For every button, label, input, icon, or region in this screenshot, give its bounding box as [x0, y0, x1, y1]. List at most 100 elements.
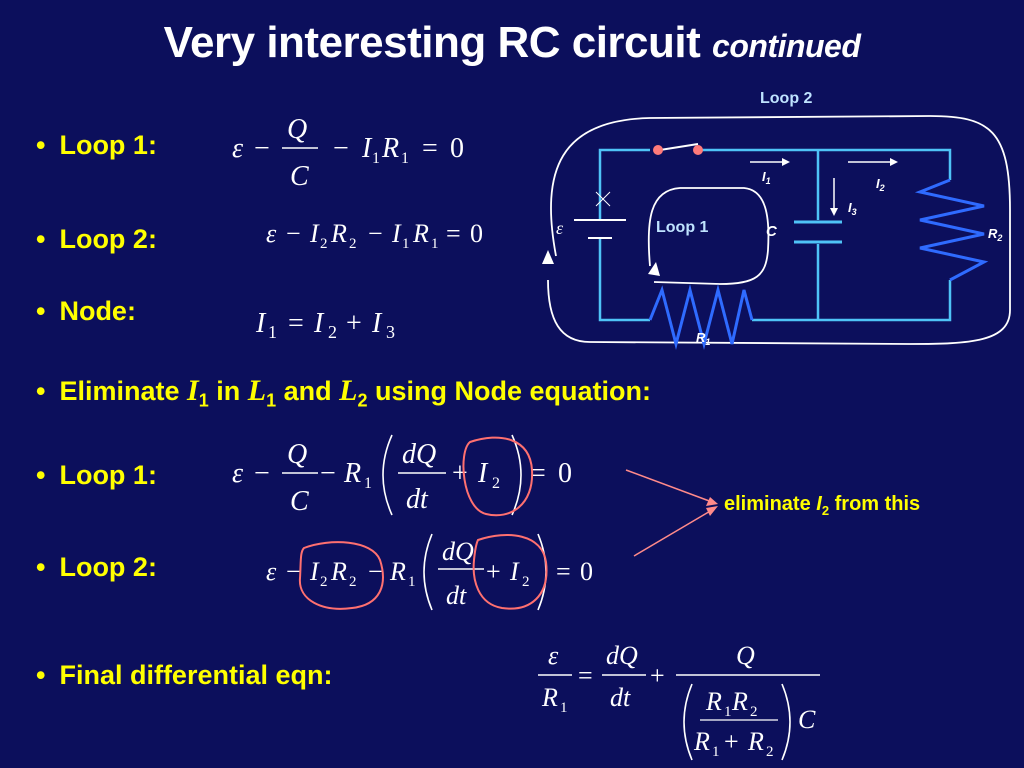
switch	[653, 143, 703, 155]
svg-text:R: R	[389, 557, 406, 586]
bullet-label: Loop 2:	[59, 552, 157, 582]
svg-text:I: I	[371, 308, 383, 339]
note-sub: 2	[821, 503, 830, 518]
bullet-loop1-b: •Loop 1:	[36, 460, 157, 491]
loop1-path	[647, 187, 770, 285]
svg-text:R: R	[330, 219, 347, 248]
bullet-label: Loop 2:	[59, 224, 157, 254]
circuit-wires	[598, 148, 952, 322]
svg-text:=: =	[288, 308, 304, 339]
bullet-text: in	[216, 376, 241, 406]
svg-text:I: I	[477, 458, 489, 489]
var-sub: 1	[198, 390, 209, 411]
bullet-label: Node:	[59, 296, 136, 326]
loop2-arrowhead	[542, 250, 554, 264]
bullet-loop2-b: •Loop 2:	[36, 552, 157, 583]
svg-text:2: 2	[349, 236, 357, 252]
svg-text:I: I	[361, 133, 373, 164]
bullet-text: using Node equation:	[375, 376, 651, 406]
bullet-dot: •	[36, 224, 46, 254]
svg-text:+: +	[486, 557, 501, 586]
annotation-arrows	[625, 469, 718, 557]
svg-text:dQ: dQ	[606, 641, 638, 670]
svg-text:2: 2	[328, 322, 337, 342]
svg-text:R: R	[693, 727, 710, 756]
svg-text:1: 1	[560, 700, 568, 716]
bullet-label: Loop 1:	[59, 460, 157, 490]
loop2-path	[547, 115, 1011, 345]
svg-text:2: 2	[522, 574, 530, 590]
svg-text:−: −	[254, 458, 270, 489]
current-i2: I2	[848, 158, 898, 193]
svg-text:I: I	[309, 557, 320, 586]
svg-text:I2: I2	[876, 176, 885, 193]
svg-text:R: R	[731, 687, 748, 716]
bullet-loop1-a: •Loop 1:	[36, 130, 157, 161]
svg-text:R: R	[412, 219, 429, 248]
svg-text:0: 0	[558, 458, 572, 489]
svg-text:C: C	[798, 705, 816, 734]
emf-label: ε	[556, 218, 564, 238]
svg-text:1: 1	[364, 475, 372, 492]
svg-text:=: =	[556, 557, 571, 586]
svg-text:dt: dt	[406, 484, 429, 515]
bullet-label: Final differential eqn:	[59, 660, 333, 690]
svg-text:1: 1	[724, 704, 732, 720]
svg-text:+: +	[724, 727, 739, 756]
title-main: Very interesting RC circuit	[163, 18, 701, 67]
svg-text:R: R	[343, 458, 361, 489]
loop1-label: Loop 1	[656, 219, 709, 236]
svg-text:I: I	[509, 557, 520, 586]
svg-text:−: −	[286, 557, 301, 586]
svg-text:dQ: dQ	[442, 537, 474, 566]
svg-text:−: −	[368, 557, 383, 586]
svg-text:1: 1	[408, 574, 416, 590]
svg-text:I1: I1	[762, 169, 771, 186]
svg-text:=: =	[422, 133, 438, 164]
slide-title: Very interesting RC circuit continued	[0, 18, 1024, 68]
svg-text:+: +	[346, 308, 362, 339]
bullet-loop2-a: • Loop 2:	[36, 224, 157, 255]
svg-text:R: R	[330, 557, 347, 586]
svg-text:ε: ε	[232, 133, 243, 164]
svg-text:ε: ε	[548, 641, 559, 670]
bullet-text: and	[283, 376, 332, 406]
svg-text:C: C	[290, 161, 309, 192]
var-l: L	[247, 374, 267, 407]
svg-text:=: =	[578, 661, 593, 690]
svg-text:C: C	[290, 486, 309, 517]
bullet-eliminate: •Eliminate I1 in L1 and L2 using Node eq…	[36, 374, 651, 411]
svg-text:1: 1	[401, 150, 409, 167]
r1-label: R1	[696, 330, 710, 347]
svg-text:=: =	[446, 219, 461, 248]
bullet-dot: •	[36, 296, 46, 326]
svg-text:Q: Q	[736, 641, 755, 670]
svg-text:2: 2	[492, 475, 500, 492]
var-sub: 2	[357, 390, 368, 411]
current-i3: I3	[830, 178, 857, 217]
svg-text:I: I	[391, 219, 402, 248]
note-text: from this	[834, 493, 921, 515]
svg-text:3: 3	[386, 322, 395, 342]
bullet-dot: •	[36, 660, 46, 690]
svg-text:R: R	[381, 133, 399, 164]
note-var: I	[816, 493, 822, 515]
svg-text:0: 0	[470, 219, 483, 248]
eliminate-note: eliminate I2 from this	[724, 493, 920, 518]
svg-text:2: 2	[766, 744, 774, 760]
capacitor	[794, 220, 842, 244]
svg-text:dt: dt	[610, 683, 631, 712]
svg-text:2: 2	[320, 236, 328, 252]
svg-text:I3: I3	[848, 200, 857, 217]
svg-text:2: 2	[320, 574, 328, 590]
svg-text:dt: dt	[446, 581, 467, 610]
svg-text:Q: Q	[287, 114, 307, 145]
svg-text:2: 2	[349, 574, 357, 590]
svg-text:−: −	[368, 219, 383, 248]
svg-text:1: 1	[402, 236, 410, 252]
